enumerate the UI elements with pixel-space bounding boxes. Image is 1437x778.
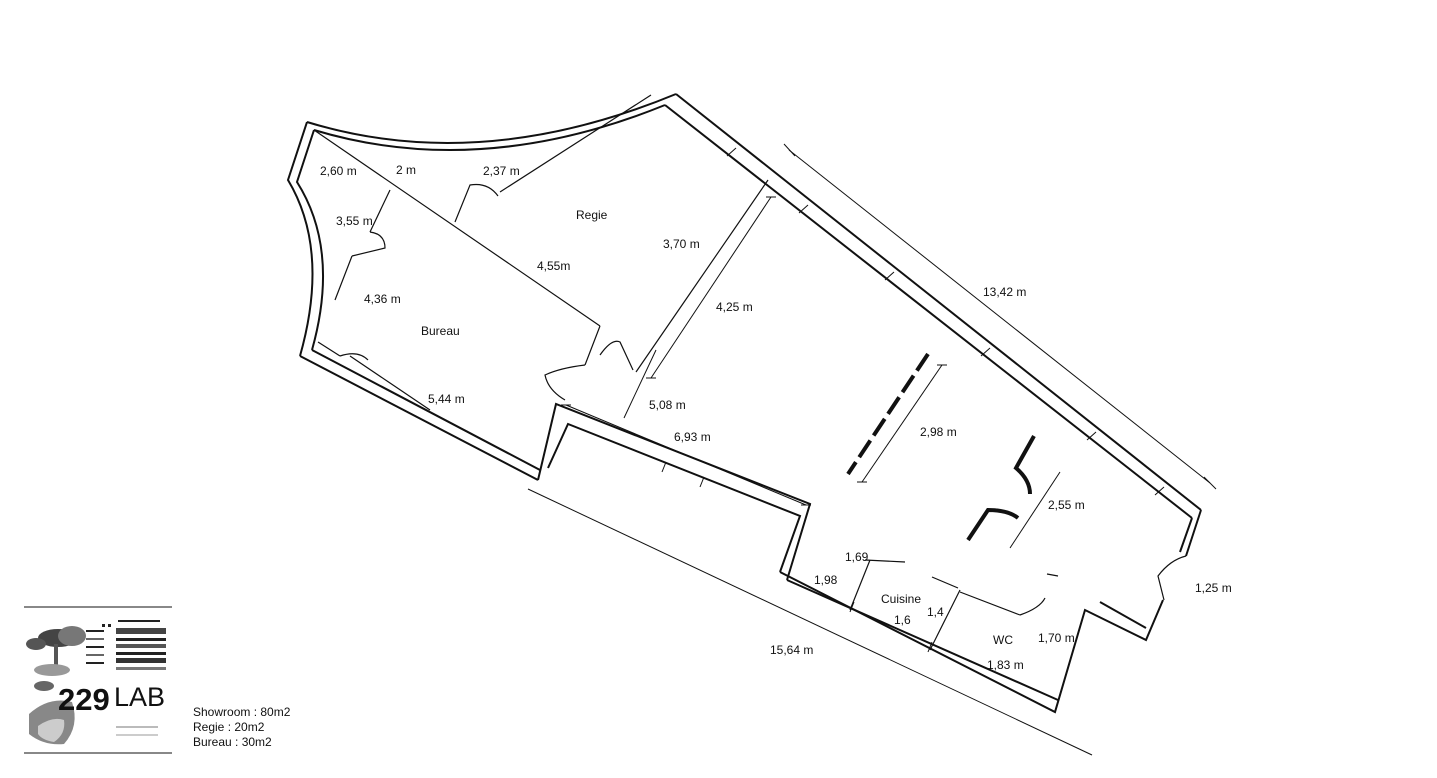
room-labels: Regie Bureau Cuisine WC — [421, 208, 1013, 647]
dim-label: 13,42 m — [983, 285, 1026, 299]
dim-label: 4,25 m — [716, 300, 753, 314]
dim-label: 3,70 m — [663, 237, 700, 251]
area-regie: Regie : 20m2 — [193, 720, 265, 734]
dim-label: 2 m — [396, 163, 416, 177]
dim-label: 2,98 m — [920, 425, 957, 439]
dim-label: 2,37 m — [483, 164, 520, 178]
logo-word: LAB — [114, 682, 165, 712]
logo-number: 229 — [58, 682, 110, 717]
doors — [339, 183, 1187, 616]
dim-label: 1,6 — [894, 613, 911, 627]
dim-label: 1,25 m — [1195, 581, 1232, 595]
area-showroom: Showroom : 80m2 — [193, 705, 291, 719]
room-label-wc: WC — [993, 633, 1013, 647]
dim-label: 5,44 m — [428, 392, 465, 406]
dim-label: 1,70 m — [1038, 631, 1075, 645]
dim-label: 2,60 m — [320, 164, 357, 178]
area-bureau: Bureau : 30m2 — [193, 735, 272, 749]
dim-label: 15,64 m — [770, 643, 813, 657]
room-label-cuisine: Cuisine — [881, 592, 921, 606]
dim-label: 1,69 — [845, 550, 869, 564]
pattern-blocks — [86, 620, 166, 736]
229-lab-logo: 229 LAB — [24, 606, 172, 754]
dim-label: 1,98 — [814, 573, 838, 587]
room-label-bureau: Bureau — [421, 324, 460, 338]
dimension-lines — [527, 143, 1217, 756]
area-summary: Showroom : 80m2 Regie : 20m2 Bureau : 30… — [193, 705, 290, 750]
mushroom-illustration — [26, 626, 86, 745]
dim-label: 1,83 m — [987, 658, 1024, 672]
outer-walls — [286, 93, 1202, 714]
dim-label: 6,93 m — [674, 430, 711, 444]
dim-label: 4,36 m — [364, 292, 401, 306]
dim-label: 3,55 m — [336, 214, 373, 228]
room-label-regie: Regie — [576, 208, 608, 222]
dim-label: 1,4 — [927, 605, 944, 619]
dimension-labels: 2,60 m 2 m 2,37 m 3,55 m 3,70 m 4,55m 4,… — [320, 163, 1232, 672]
interior-walls — [313, 94, 1021, 651]
dim-label: 4,55m — [537, 259, 570, 273]
dim-label: 5,08 m — [649, 398, 686, 412]
dim-label: 2,55 m — [1048, 498, 1085, 512]
